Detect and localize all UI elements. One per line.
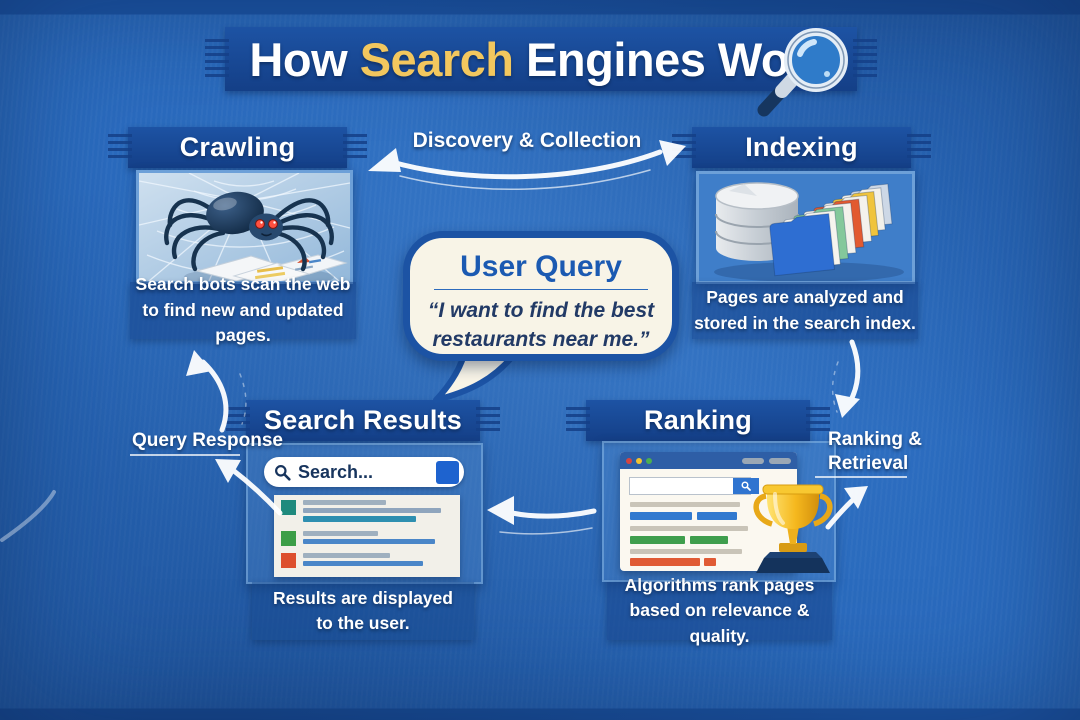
ranking-to-results-arrow <box>487 496 597 535</box>
crawling-label: Crawling <box>179 132 296 162</box>
indexing-label: Indexing <box>745 132 858 162</box>
indexing-caption-panel: Pages are analyzed and stored in the sea… <box>692 282 918 339</box>
crawling-banner: Crawling <box>108 127 367 168</box>
result-row <box>281 500 453 525</box>
crawling-caption-panel: Search bots scan the web to find new and… <box>130 274 356 345</box>
search-icon <box>741 481 751 491</box>
user-query-quote: “I want to find the best restaurants nea… <box>427 299 655 351</box>
browser-search-button-mockup <box>733 478 759 494</box>
ranking-caption: Algorithms rank pages based on relevance… <box>624 574 815 646</box>
user-query-title: User Query <box>460 250 622 283</box>
search-results-label: Search Results <box>264 405 462 435</box>
spider-legs <box>164 198 334 272</box>
window-dot-green <box>646 457 652 464</box>
result-row <box>281 531 453 547</box>
magnifying-glass-icon <box>757 28 848 117</box>
indexing-banner: Indexing <box>672 127 931 168</box>
search-results-caption: Results are displayed to the user. <box>273 587 453 633</box>
user-query-divider <box>433 289 649 291</box>
trophy-icon <box>753 484 833 573</box>
flow-label-ranking-retrieval: Ranking & Retrieval <box>828 429 922 474</box>
search-bar-mockup: Search... <box>264 457 464 487</box>
title-banner: How Search Engines Work <box>205 27 877 91</box>
result-thumbnail <box>281 500 296 515</box>
browser-titlebar <box>620 452 797 469</box>
indexing-illustration <box>696 171 915 284</box>
crawling-caption: Search bots scan the web to find new and… <box>135 274 351 346</box>
query-response-underline <box>130 454 240 456</box>
paper-documents <box>184 254 348 281</box>
database-folders-icon <box>699 174 912 281</box>
window-dot-yellow <box>636 457 642 464</box>
ranking-retrieval-underline <box>815 476 907 478</box>
title-word-engines-work: Engines Work <box>526 32 833 86</box>
title-word-search: Search <box>359 32 514 86</box>
ranking-label: Ranking <box>644 405 752 435</box>
browser-window-mockup <box>620 452 797 571</box>
result-row <box>281 553 453 569</box>
search-placeholder-text: Search... <box>298 461 374 482</box>
search-icon <box>275 464 291 481</box>
result-thumbnail <box>281 553 296 568</box>
ranking-banner: Ranking <box>566 400 830 441</box>
search-button-mockup <box>436 460 459 484</box>
spider-icon <box>139 173 350 281</box>
search-results-panel: Search... <box>246 443 483 584</box>
window-dot-red <box>626 457 632 464</box>
ranking-caption-panel: Algorithms rank pages based on relevance… <box>607 575 832 646</box>
user-query-bubble: User Query “I want to find the best rest… <box>403 231 679 361</box>
indexing-to-ranking-arrow <box>831 339 861 418</box>
flow-label-query-response: Query Response <box>132 430 283 451</box>
speech-bubble-tail <box>433 352 515 403</box>
page-title: How Search Engines Work <box>249 32 833 87</box>
decorative-arc <box>0 490 56 542</box>
search-results-banner: Search Results <box>226 400 500 441</box>
crawling-illustration <box>136 170 353 284</box>
titlebar-pill <box>769 457 791 464</box>
result-thumbnail <box>281 531 296 546</box>
titlebar-pill <box>742 457 764 464</box>
flow-label-discovery-collection: Discovery & Collection <box>412 129 642 152</box>
search-results-caption-panel: Results are displayed to the user. <box>252 582 474 640</box>
browser-search-input-mockup <box>629 477 759 495</box>
title-word-how: How <box>249 32 348 86</box>
indexing-caption: Pages are analyzed and stored in the sea… <box>694 287 916 333</box>
results-list-mockup <box>274 495 460 577</box>
folders-icon <box>769 183 893 277</box>
